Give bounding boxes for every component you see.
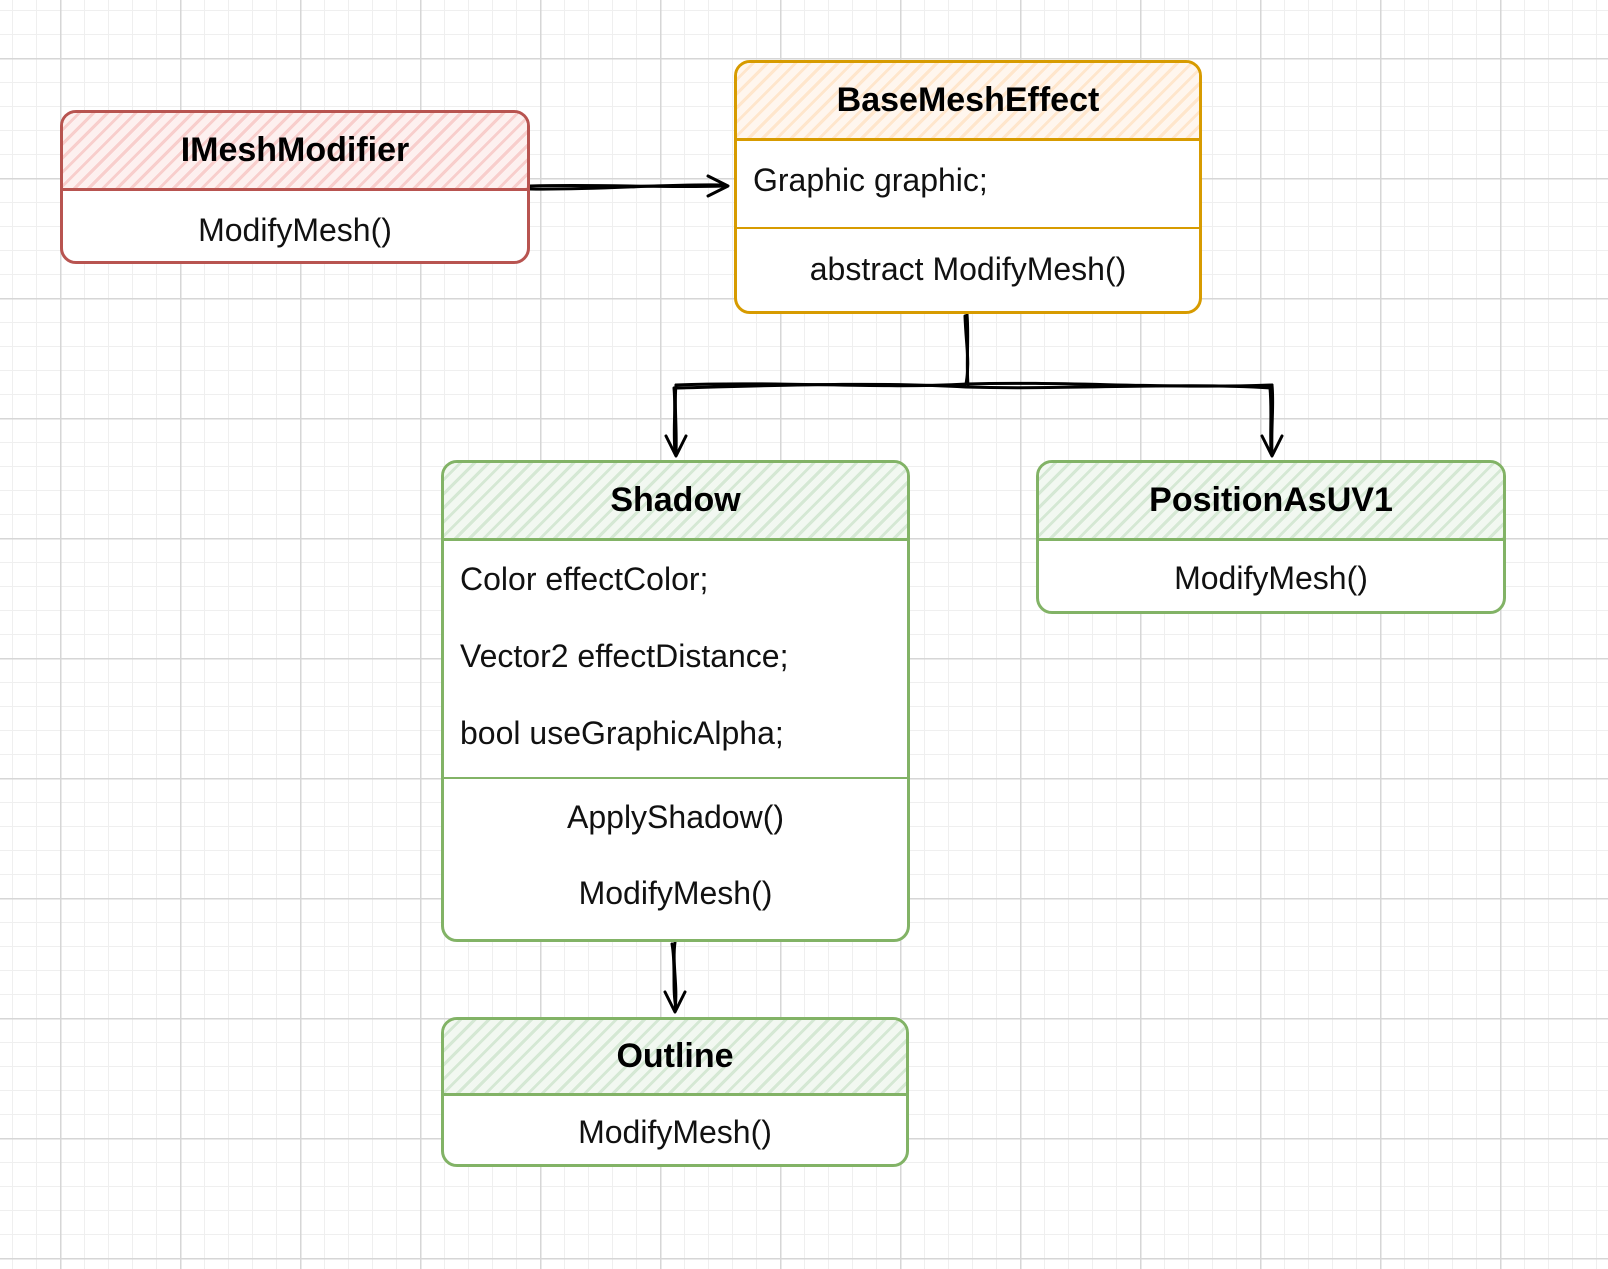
class-positionasuv1[interactable]: PositionAsUV1 ModifyMesh() <box>1036 460 1506 614</box>
class-name: IMeshModifier <box>180 131 410 169</box>
method-section: abstract ModifyMesh() <box>737 229 1199 309</box>
field-line: Graphic graphic; <box>753 161 988 198</box>
method-section: ModifyMesh() <box>63 191 527 261</box>
class-name: BaseMeshEffect <box>836 81 1100 119</box>
class-header-basemesheffect: BaseMeshEffect <box>737 63 1199 141</box>
field-line: Vector2 effectDistance; <box>460 638 789 674</box>
class-header-imeshmodifier: IMeshModifier <box>63 113 527 191</box>
field-line: bool useGraphicAlpha; <box>460 715 784 751</box>
method-line: ModifyMesh() <box>578 874 773 911</box>
arrowhead-shadow-icon <box>664 434 688 458</box>
edge-basemesheffect-trunk-sketch <box>963 314 970 386</box>
field-section: Graphic graphic; <box>737 141 1199 229</box>
arrowhead-outline-icon <box>663 990 687 1014</box>
arrowhead-basemesheffect-icon <box>706 174 730 198</box>
class-name: Shadow <box>610 481 741 519</box>
edge-basemesheffect-branch-sketch <box>674 382 1274 390</box>
class-basemesheffect[interactable]: BaseMeshEffect Graphic graphic; abstract… <box>734 60 1202 314</box>
class-header-positionasuv1: PositionAsUV1 <box>1039 463 1503 541</box>
class-name: PositionAsUV1 <box>1149 481 1393 519</box>
method-section: ModifyMesh() <box>444 1096 906 1164</box>
method-line: ModifyMesh() <box>198 211 392 248</box>
method-line: ApplyShadow() <box>567 798 784 835</box>
field-line: Color effectColor; <box>460 561 709 597</box>
field-section: Color effectColor; Vector2 effectDistanc… <box>444 541 907 779</box>
method-line: ModifyMesh() <box>1174 559 1368 596</box>
edge-shadow-to-outline-sketch <box>670 942 678 1010</box>
class-imeshmodifier[interactable]: IMeshModifier ModifyMesh() <box>60 110 530 264</box>
edge-to-shadow-sketch <box>672 386 677 454</box>
method-line: abstract ModifyMesh() <box>809 250 1127 287</box>
arrowhead-positionasuv1-icon <box>1260 434 1284 458</box>
class-name: Outline <box>616 1037 734 1075</box>
method-section: ApplyShadow() ModifyMesh() <box>444 779 907 931</box>
class-header-shadow: Shadow <box>444 463 907 541</box>
edge-to-positionasuv1-sketch <box>1268 386 1273 454</box>
edge-imeshmodifier-to-basemesheffect-sketch <box>528 183 724 191</box>
class-header-outline: Outline <box>444 1020 906 1096</box>
class-outline[interactable]: Outline ModifyMesh() <box>441 1017 909 1167</box>
class-shadow[interactable]: Shadow Color effectColor; Vector2 effect… <box>441 460 910 942</box>
method-line: ModifyMesh() <box>578 1113 772 1150</box>
method-section: ModifyMesh() <box>1039 541 1503 611</box>
